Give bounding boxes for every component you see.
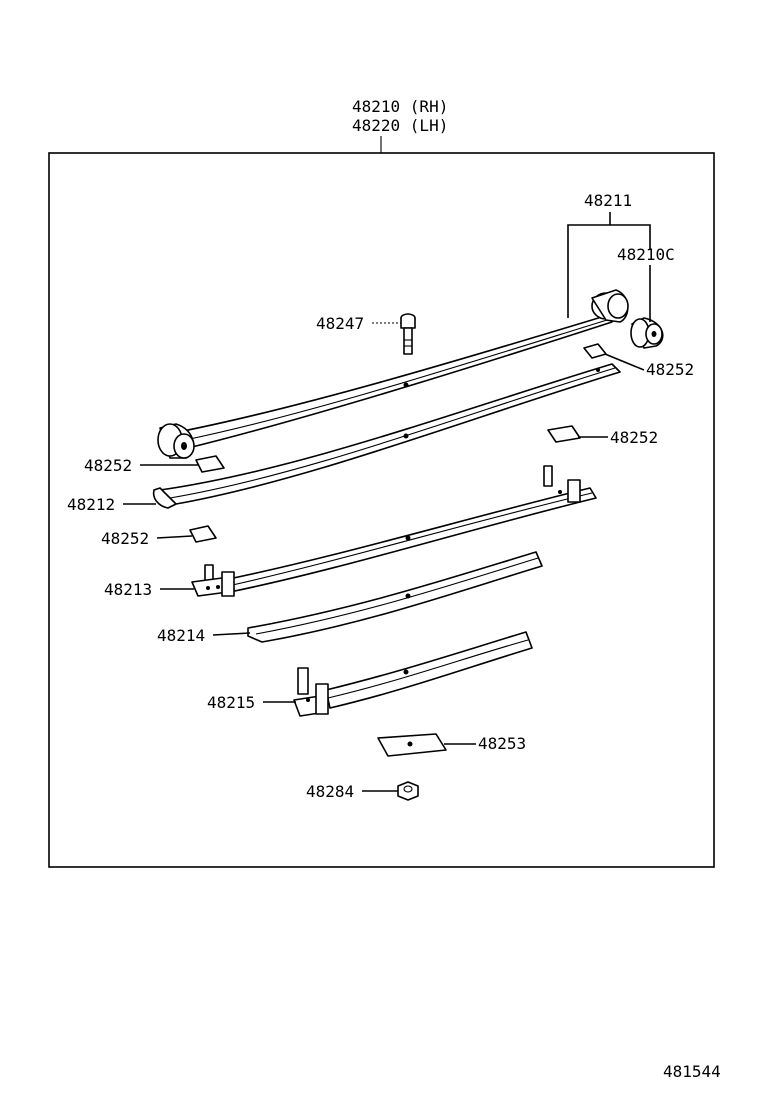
leader-48252-a <box>604 353 645 371</box>
callout-48284: 48284 <box>306 782 354 801</box>
leaf-48213 <box>191 465 597 597</box>
insert-pad-48252-a <box>583 343 607 359</box>
callout-48210c: 48210C <box>617 245 675 264</box>
callout-48214: 48214 <box>157 626 205 645</box>
callout-48252-a: 48252 <box>646 360 694 379</box>
leader-48214 <box>212 632 251 636</box>
callout-48247: 48247 <box>316 314 364 333</box>
leaf-48212 <box>152 363 621 509</box>
nut-48284 <box>397 781 419 801</box>
leaf-48214 <box>247 551 543 643</box>
callout-48215: 48215 <box>207 693 255 712</box>
assembly-frame <box>48 152 715 868</box>
main-leaf-48211 <box>157 289 629 459</box>
bushing-48210c <box>630 317 664 349</box>
assembly-label-rh: 48210 (RH) <box>352 97 448 116</box>
leader-48252-d <box>156 535 193 539</box>
assembly-label-lh: 48220 (LH) <box>352 116 448 135</box>
spring-pad-48253 <box>377 733 447 757</box>
callout-48252-b: 48252 <box>610 428 658 447</box>
leader-48211 <box>567 224 651 318</box>
callout-48213: 48213 <box>104 580 152 599</box>
callout-48252-c: 48252 <box>84 456 132 475</box>
center-bolt-48247 <box>400 313 416 355</box>
insert-pad-48252-d <box>189 525 217 543</box>
callout-48212: 48212 <box>67 495 115 514</box>
insert-pad-48252-c <box>195 455 225 473</box>
leaf-48215 <box>293 631 533 717</box>
callout-48252-d: 48252 <box>101 529 149 548</box>
callout-48253: 48253 <box>478 734 526 753</box>
figure-number: 481544 <box>663 1062 721 1081</box>
callout-48211: 48211 <box>584 191 632 210</box>
insert-pad-48252-b <box>547 425 581 443</box>
